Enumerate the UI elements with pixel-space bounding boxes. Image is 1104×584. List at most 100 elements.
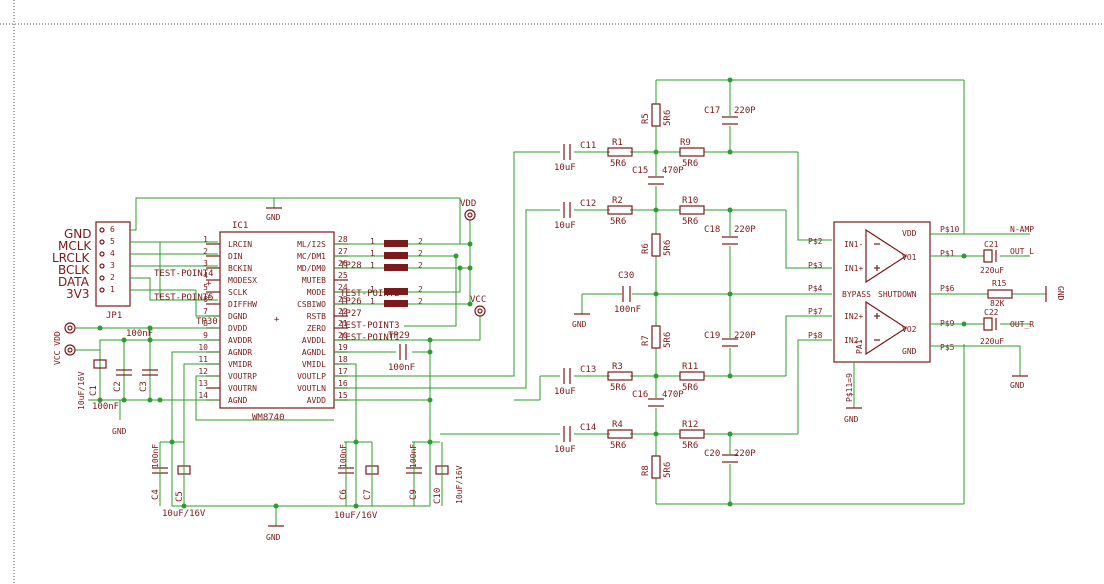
amp-gnd: GND <box>902 347 917 356</box>
c7-ref: C7 <box>363 489 373 500</box>
amp-p11: P$11=9 <box>845 373 854 402</box>
left-decoupling-caps: C1 10uF/16V C2 C3 100nF 100nF GND <box>77 329 158 436</box>
r2-value: 5R6 <box>610 217 626 227</box>
amp-pin-p3: P$3 <box>808 261 823 270</box>
ic1-pin-name: AGNDL <box>302 348 326 357</box>
jp1-pin: 5 <box>110 237 115 246</box>
c13-value: 10uF <box>554 387 576 397</box>
ic1-pin-number: 27 <box>338 247 348 256</box>
c4-ref: C4 <box>151 489 161 500</box>
n-amp-label: N-AMP <box>1010 225 1034 234</box>
ic1-pin-name: ML/I2S <box>297 240 326 249</box>
jp1-pin: 6 <box>110 225 115 234</box>
pin-two: 2 <box>418 285 423 294</box>
ic1-pin-name: VOUTLN <box>297 384 326 393</box>
ic1-pin-name: AVDDR <box>228 336 252 345</box>
ic1-pin-number: 8 <box>203 319 208 328</box>
pin-two: 2 <box>418 249 423 258</box>
output-stage: C21 220uF C22 220uF R15 82K GND N-AMP OU… <box>844 225 1065 424</box>
jp1-ref: JP1 <box>106 311 122 321</box>
ic1-pin-name: VMIDL <box>302 360 326 369</box>
in1-minus: IN1- <box>844 240 863 249</box>
c21-value: 220uF <box>980 266 1004 275</box>
filter-caps: C15 470P C16 470P C17 220P C18 220P C19 … <box>572 106 756 463</box>
c11-ref: C11 <box>580 141 596 151</box>
r11-ref: R11 <box>682 362 698 372</box>
r15-ref: R15 <box>992 279 1007 288</box>
r7-ref: R7 <box>641 335 651 346</box>
vdd-label: VDD <box>460 199 476 209</box>
input-caps: C11 10uF C12 10uF C13 10uF C14 10uF <box>554 141 596 455</box>
jp1-signal-data: DATA <box>58 275 90 289</box>
ic1-pin-name: MC/DM1 <box>297 252 326 261</box>
vcc-label: VCC <box>470 295 486 305</box>
ic1-pin-name: AGNDR <box>228 348 252 357</box>
c9-ref: C9 <box>409 489 419 500</box>
gnd-label: GND <box>572 320 587 329</box>
ic1-part: WM8740 <box>252 413 285 423</box>
test-point2-label: TEST-POINT2 <box>340 289 400 299</box>
ic1-pin-name: VMIDR <box>228 360 252 369</box>
ic1-pin-number: 9 <box>203 331 208 340</box>
vcc-terminal: VCC <box>470 295 486 317</box>
c1-ref: C1 <box>89 385 99 396</box>
ic1-ref: IC1 <box>232 221 248 231</box>
ic1-pin-number: 6 <box>203 295 208 304</box>
c6-ref: C6 <box>339 489 349 500</box>
amp-pin-p10: P$10 <box>940 225 959 234</box>
pin-one: 1 <box>370 261 375 270</box>
c10-value: 10uF/16V <box>455 465 464 504</box>
ic1-pin-name: VOUTRN <box>228 384 257 393</box>
svg-text:+: + <box>206 293 212 303</box>
ic1-pin-number: 13 <box>198 379 208 388</box>
tp30-label: TP30 <box>196 317 218 327</box>
gnd-label: GND <box>112 427 127 436</box>
ic1-pin-name: SCLK <box>228 288 247 297</box>
r6-ref: R6 <box>641 243 651 254</box>
r3-value: 5R6 <box>610 383 626 393</box>
c30-ref: C30 <box>618 271 634 281</box>
c8-value: 100nF <box>388 363 415 373</box>
ic1-pin-number: 11 <box>198 355 208 364</box>
ic1-pin-name: MD/DM0 <box>297 264 326 273</box>
c14-ref: C14 <box>580 423 596 433</box>
bottom-decoupling-caps: C4 100nF C5 10uF/16V C6 100nF C7 10uF/16… <box>151 344 464 521</box>
test-point5-label: TEST-POINT5 <box>154 293 214 303</box>
ic1-pin-name: VOUTRP <box>228 372 257 381</box>
r9-ref: R9 <box>680 138 691 148</box>
amp-pin-p5: P$5 <box>940 343 955 352</box>
test-point3-label: TEST-POINT3 <box>340 321 400 331</box>
c16-ref: C16 <box>632 390 648 400</box>
ic1-pin-number: 5 <box>203 283 208 292</box>
amp-vo1: VO1 <box>902 253 917 262</box>
c7-value: 10uF/16V <box>334 511 378 521</box>
c12-ref: C12 <box>580 199 596 209</box>
pin-one: 1 <box>370 237 375 246</box>
ic1-pin-name: RSTB <box>307 312 326 321</box>
ic1-pin-number: 10 <box>198 343 208 352</box>
ic1-pin-name: MUTEB <box>302 276 326 285</box>
amp-ref: PA1 <box>855 339 864 354</box>
amp-pin-p4: P$4 <box>808 284 823 293</box>
tp28-label: TP28 <box>340 261 362 271</box>
ic1-pin-number: 23 <box>338 295 348 304</box>
c20-value: 220P <box>734 449 756 459</box>
ic1-pin-number: 18 <box>338 355 348 364</box>
jp1-signal-gnd: GND <box>64 227 92 241</box>
r9-value: 5R6 <box>682 159 698 169</box>
c13-ref: C13 <box>580 365 596 375</box>
c-top-value: 100nF <box>126 329 153 339</box>
c15-ref: C15 <box>632 166 648 176</box>
gnd-symbol-bottom: GND <box>266 525 284 542</box>
c4-value: 100nF <box>151 444 160 468</box>
jp1-signal-mclk: MCLK <box>58 239 92 253</box>
ic1-pin-number: 24 <box>338 283 348 292</box>
c9-value: 100nF <box>409 444 418 468</box>
test-point1-label: TEST-POINT1 <box>340 333 400 343</box>
c2-ref: C2 <box>113 381 123 392</box>
left-supply-terminals: VCC VDD <box>53 322 76 365</box>
ic1-pin-number: 25 <box>338 271 348 280</box>
r4-value: 5R6 <box>610 441 626 451</box>
ic1-pin-name: DIN <box>228 252 243 261</box>
